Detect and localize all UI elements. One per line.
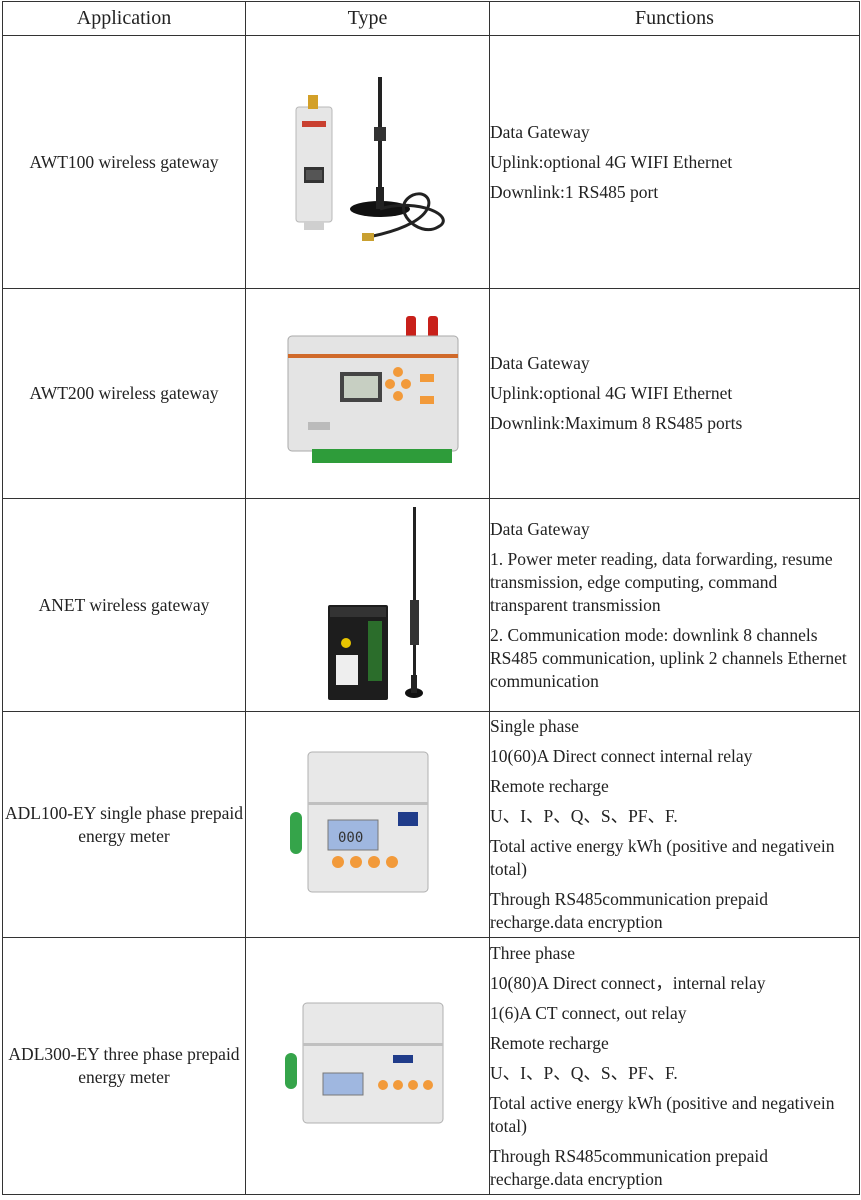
din-rail-gateway-icon: [295, 77, 445, 241]
function-line: Single phase: [490, 716, 579, 736]
header-application: Application: [2, 1, 246, 36]
header-functions: Functions: [489, 1, 860, 36]
functions-cell: Single phase 10(60)A Direct connect inte…: [489, 711, 860, 938]
svg-text:000: 000: [338, 830, 363, 846]
three-phase-meter-icon: [284, 1002, 443, 1124]
application-cell: ADL300-EY three phase prepaid energy met…: [2, 937, 246, 1195]
functions-cell: Data Gateway 1. Power meter reading, dat…: [489, 498, 860, 712]
function-line: Remote recharge: [490, 776, 609, 796]
header-type: Type: [245, 1, 490, 36]
function-line: 10(80)A Direct connect，internal relay: [490, 972, 766, 993]
function-line: U、I、P、Q、S、PF、F.: [490, 1062, 678, 1083]
header-row: Application Type Functions: [2, 1, 860, 36]
table-row: AWT100 wireless gateway Data Gateway Upl…: [2, 35, 860, 289]
function-line: Data Gateway: [490, 518, 590, 539]
function-line: Data Gateway: [490, 353, 590, 373]
black-gateway-icon: [327, 507, 423, 700]
function-line: Remote recharge: [490, 1032, 609, 1053]
functions-cell: Three phase 10(80)A Direct connect，inter…: [489, 937, 860, 1195]
function-line: Uplink:optional 4G WIFI Ethernet: [490, 383, 733, 403]
functions-cell: Data Gateway Uplink:optional 4G WIFI Eth…: [489, 288, 860, 499]
function-line: Through RS485communication prepaid recha…: [490, 889, 769, 932]
function-line: 1(6)A CT connect, out relay: [490, 1002, 687, 1023]
function-line: 10(60)A Direct connect internal relay: [490, 746, 753, 766]
application-cell: ANET wireless gateway: [2, 498, 246, 712]
function-line: Three phase: [490, 942, 576, 963]
type-cell: 000: [245, 711, 490, 938]
type-cell: [245, 498, 490, 712]
function-line: Total active energy kWh (positive and ne…: [490, 836, 835, 879]
function-line: Downlink:Maximum 8 RS485 ports: [490, 413, 743, 433]
function-line: 1. Power meter reading, data forwarding,…: [490, 548, 833, 615]
table-row: ADL100-EY single phase prepaid energy me…: [2, 711, 860, 938]
type-cell: [245, 937, 490, 1195]
single-phase-meter-icon: 000: [289, 751, 428, 892]
application-cell: ADL100-EY single phase prepaid energy me…: [2, 711, 246, 938]
type-cell: [245, 288, 490, 499]
function-line: 2. Communication mode: downlink 8 channe…: [490, 624, 847, 691]
table-row: ADL300-EY three phase prepaid energy met…: [2, 937, 860, 1195]
function-line: Through RS485communication prepaid recha…: [490, 1145, 769, 1189]
din-rail-gateway-lcd-icon: [287, 315, 458, 463]
function-line: Data Gateway: [490, 121, 590, 142]
function-line: Uplink:optional 4G WIFI Ethernet: [490, 151, 733, 172]
function-line: U、I、P、Q、S、PF、F.: [490, 806, 678, 826]
functions-cell: Data Gateway Uplink:optional 4G WIFI Eth…: [489, 35, 860, 289]
function-line: Total active energy kWh (positive and ne…: [490, 1092, 835, 1136]
type-cell: [245, 35, 490, 289]
table-row: AWT200 wireless gateway Data Gateway: [2, 288, 860, 499]
application-cell: AWT200 wireless gateway: [2, 288, 246, 499]
application-cell: AWT100 wireless gateway: [2, 35, 246, 289]
function-line: Downlink:1 RS485 port: [490, 181, 659, 202]
table-row: ANET wireless gateway Data Gateway 1. Po…: [2, 498, 860, 712]
